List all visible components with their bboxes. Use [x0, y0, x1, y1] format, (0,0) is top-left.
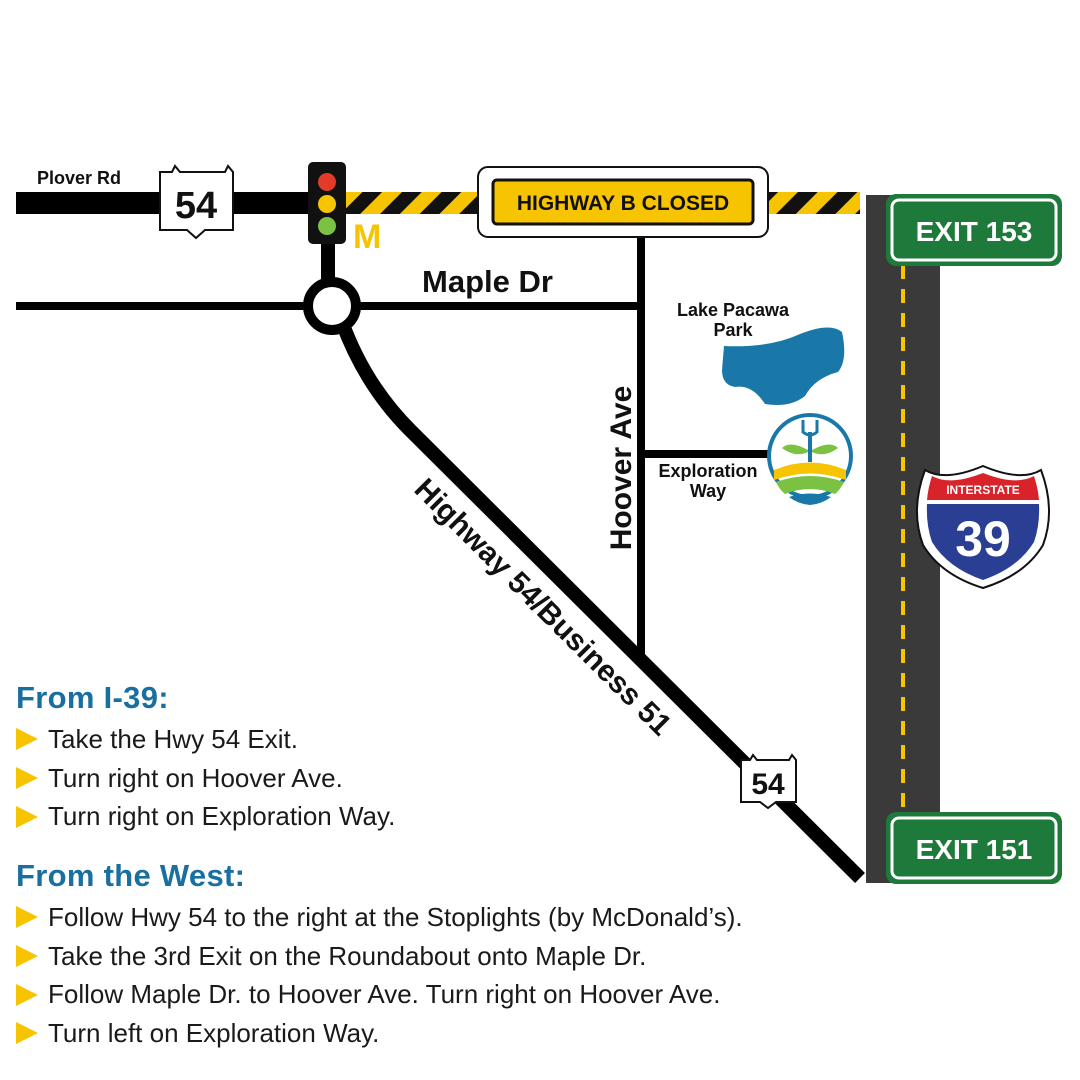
- interstate-shield-icon: INTERSTATE 39: [915, 464, 1051, 590]
- route-54-shield-bottom: 54: [740, 753, 797, 810]
- park-label-line1: Lake Pacawa: [677, 300, 790, 320]
- hoover-ave-label: Hoover Ave: [605, 386, 638, 551]
- step-text: Turn right on Hoover Ave.: [48, 762, 343, 793]
- arrow-bullet-icon: [16, 805, 38, 828]
- step-text: Turn left on Exploration Way.: [48, 1017, 380, 1048]
- exit-151-sign: EXIT 151: [886, 812, 1062, 884]
- step-text: Follow Hwy 54 to the right at the Stopli…: [48, 901, 743, 932]
- exit-153-label: EXIT 153: [916, 216, 1033, 247]
- exit-153-sign: EXIT 153: [886, 194, 1062, 266]
- section-heading: From the West:: [16, 858, 246, 893]
- arrow-bullet-icon: [16, 1022, 38, 1045]
- traffic-light-icon: [308, 162, 346, 244]
- direction-step: Take the 3rd Exit on the Roundabout onto…: [16, 937, 896, 976]
- roundabout-icon: [303, 277, 361, 335]
- arrow-bullet-icon: [16, 945, 38, 968]
- directions-from-west: From the West: Follow Hwy 54 to the righ…: [16, 858, 896, 1053]
- arrow-bullet-icon: [16, 906, 38, 929]
- direction-step: Follow Maple Dr. to Hoover Ave. Turn rig…: [16, 975, 896, 1014]
- route-54-shield-top: 54: [159, 164, 234, 240]
- farm-logo-icon: [767, 413, 853, 505]
- arrow-bullet-icon: [16, 767, 38, 790]
- interstate-number: 39: [955, 511, 1011, 567]
- section-heading: From I-39:: [16, 680, 169, 715]
- direction-step: Turn left on Exploration Way.: [16, 1014, 896, 1053]
- direction-step: Take the Hwy 54 Exit.: [16, 720, 896, 759]
- highway-b-closed-sign: HIGHWAY B CLOSED: [477, 166, 769, 238]
- direction-step: Turn right on Exploration Way.: [16, 797, 896, 836]
- step-text: Take the 3rd Exit on the Roundabout onto…: [48, 940, 647, 971]
- maple-dr-label: Maple Dr: [422, 264, 553, 299]
- interstate-header: INTERSTATE: [946, 483, 1020, 497]
- exploration-way-label-line2: Way: [690, 481, 726, 501]
- highway-54-business-51-road: [335, 319, 865, 883]
- steps-list: Take the Hwy 54 Exit. Turn right on Hoov…: [16, 720, 896, 836]
- route-54-number: 54: [751, 768, 785, 801]
- closure-sign-text: HIGHWAY B CLOSED: [517, 192, 729, 215]
- mcdonalds-logo-icon: M: [353, 218, 381, 256]
- step-text: Turn right on Exploration Way.: [48, 801, 396, 832]
- exploration-way-label-line1: Exploration: [658, 461, 757, 481]
- exit-151-label: EXIT 151: [916, 834, 1033, 865]
- steps-list: Follow Hwy 54 to the right at the Stopli…: [16, 898, 896, 1053]
- route-54-number: 54: [175, 185, 217, 227]
- step-text: Take the Hwy 54 Exit.: [48, 723, 298, 754]
- directions-from-i39: From I-39: Take the Hwy 54 Exit. Turn ri…: [16, 680, 896, 836]
- park-label-line2: Park: [713, 320, 753, 340]
- step-text: Follow Maple Dr. to Hoover Ave. Turn rig…: [48, 979, 721, 1010]
- lake-pacawa-park-icon: [722, 327, 845, 405]
- arrow-bullet-icon: [16, 983, 38, 1006]
- direction-step: Follow Hwy 54 to the right at the Stopli…: [16, 898, 896, 937]
- direction-step: Turn right on Hoover Ave.: [16, 759, 896, 798]
- plover-rd-label: Plover Rd: [37, 168, 121, 188]
- arrow-bullet-icon: [16, 728, 38, 751]
